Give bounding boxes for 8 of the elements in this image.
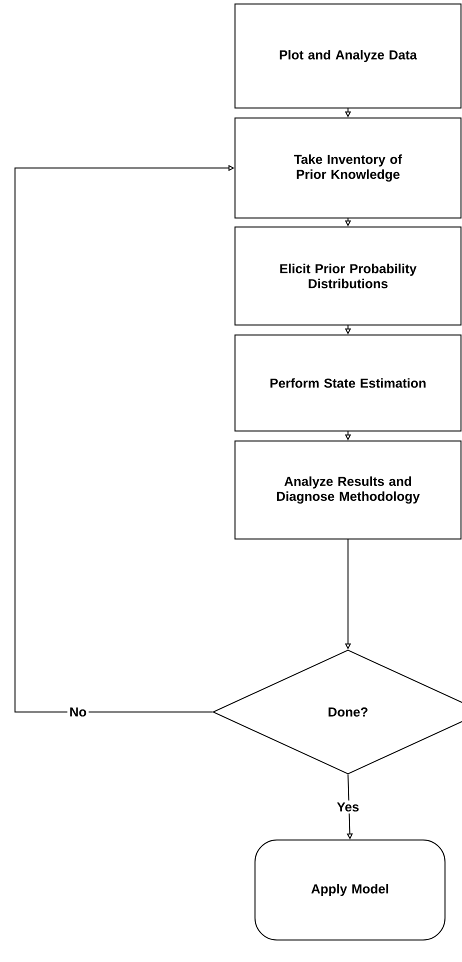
edge-label: Yes (334, 800, 362, 814)
process-box: Perform State Estimation (234, 334, 462, 432)
process-box: Analyze Results and Diagnose Methodology (234, 440, 462, 540)
edge-label: No (67, 705, 89, 719)
process-box: Plot and Analyze Data (234, 4, 462, 108)
process-box: Elicit Prior Probability Distributions (234, 226, 462, 326)
process-box: Take Inventory of Prior Knowledge (234, 118, 462, 218)
terminal-box: Apply Model (254, 840, 446, 940)
